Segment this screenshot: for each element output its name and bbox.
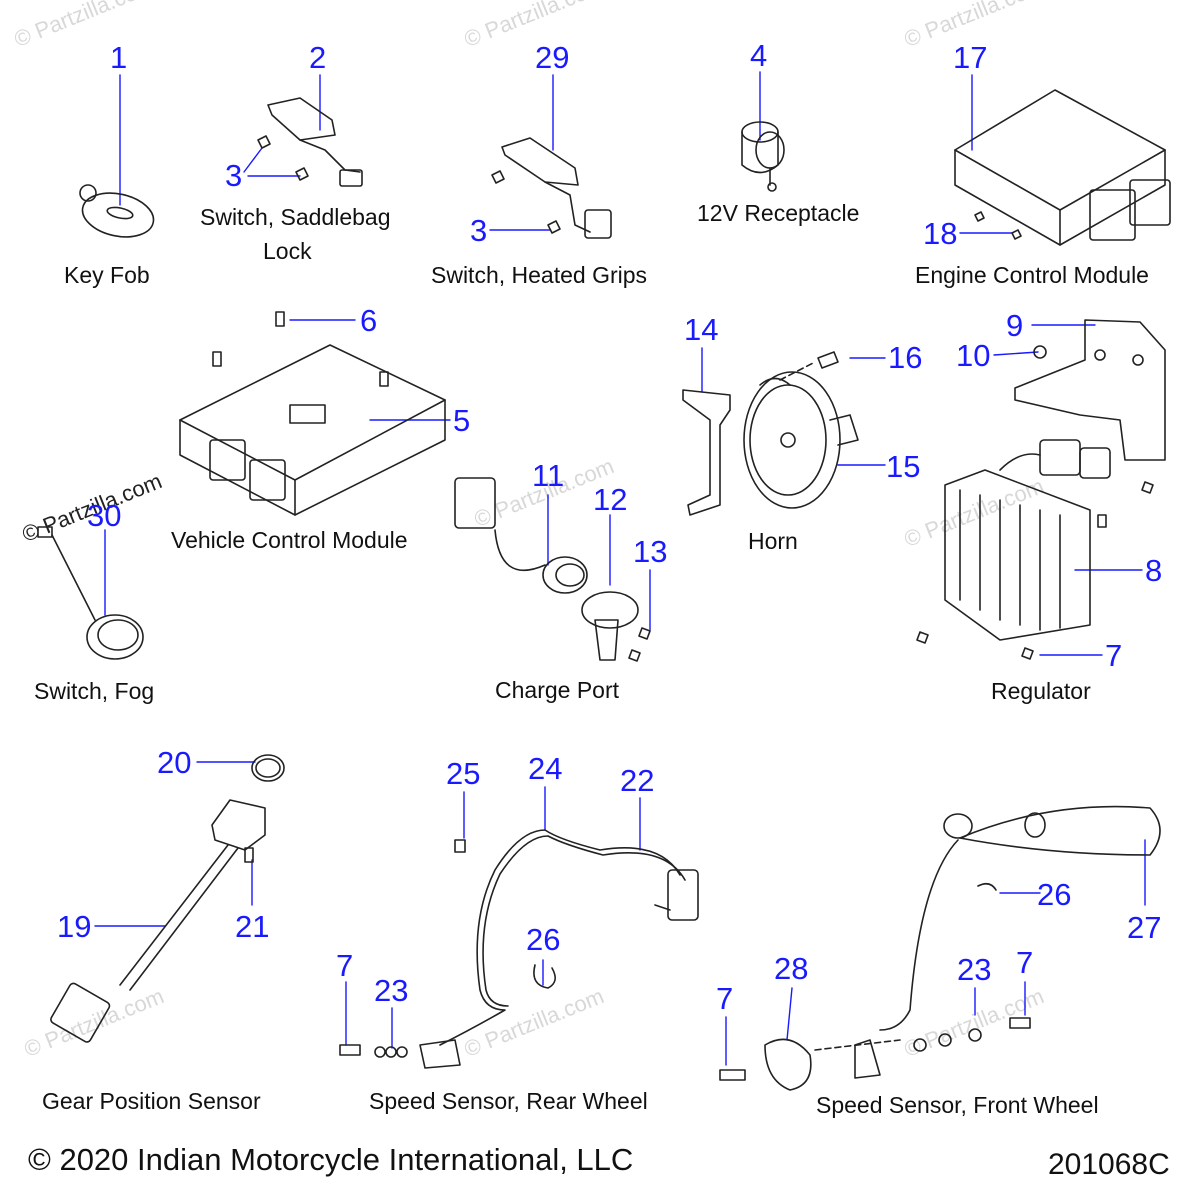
callout-25: 25 — [446, 756, 481, 791]
callout-12: 12 — [593, 482, 628, 517]
caption-heated-grips: Switch, Heated Grips — [431, 262, 648, 288]
horn-drawing — [743, 351, 859, 509]
caption-horn: Horn — [748, 528, 798, 554]
callout-23: 23 — [374, 973, 409, 1008]
regulator-bracket-drawing — [1014, 319, 1166, 461]
callout-5: 5 — [453, 403, 471, 438]
copyright-text: © 2020 Indian Motorcycle International, … — [28, 1142, 634, 1177]
callout-11: 11 — [532, 458, 565, 493]
heated-grips-switch-drawing — [491, 137, 612, 239]
ecm-drawing — [954, 89, 1171, 246]
caption-ecm: Engine Control Module — [915, 262, 1149, 288]
callout-13: 13 — [633, 534, 668, 569]
horn-bracket-drawing — [682, 389, 731, 516]
caption-gear-sensor: Gear Position Sensor — [42, 1088, 261, 1114]
regulator-drawing — [916, 439, 1154, 660]
caption-saddlebag-lock-line1: Switch, Saddlebag — [200, 204, 391, 230]
callout-15: 15 — [886, 449, 921, 484]
callout-21: 21 — [235, 909, 270, 944]
callout-3: 3 — [470, 213, 488, 248]
leader-lines — [94, 71, 1146, 1066]
callout-10: 10 — [956, 338, 991, 373]
callout-19: 19 — [57, 909, 92, 944]
callout-27: 27 — [1127, 910, 1162, 945]
caption-charge-port: Charge Port — [495, 677, 620, 703]
callout-7: 7 — [336, 948, 354, 983]
caption-front-speed-sensor: Speed Sensor, Front Wheel — [816, 1092, 1099, 1118]
callout-28: 28 — [774, 951, 809, 986]
callout-8: 8 — [1145, 553, 1163, 588]
receptacle-drawing — [741, 121, 785, 192]
caption-rear-speed-sensor: Speed Sensor, Rear Wheel — [369, 1088, 648, 1114]
callout-7: 7 — [1016, 945, 1034, 980]
callout-14: 14 — [684, 312, 719, 347]
front-speed-sensor-drawing — [719, 805, 1161, 1091]
callout-26: 26 — [526, 922, 561, 957]
callout-7: 7 — [716, 981, 734, 1016]
callout-9: 9 — [1006, 308, 1024, 343]
callout-4: 4 — [750, 38, 768, 73]
callout-6: 6 — [360, 303, 378, 338]
caption-saddlebag-lock-line2: Lock — [263, 238, 312, 264]
callout-29: 29 — [535, 40, 570, 75]
callout-26: 26 — [1037, 877, 1072, 912]
callout-16: 16 — [888, 340, 923, 375]
caption-regulator: Regulator — [991, 678, 1091, 704]
callout-24: 24 — [528, 751, 563, 786]
callout-1: 1 — [110, 40, 128, 75]
rear-speed-sensor-drawing — [339, 829, 699, 1069]
callout-18: 18 — [923, 216, 958, 251]
callout-23: 23 — [957, 952, 992, 987]
callout-2: 2 — [309, 40, 327, 75]
vcm-drawing — [179, 311, 446, 516]
charge-port-drawing — [454, 477, 651, 662]
callout-30: 30 — [87, 498, 122, 533]
fog-switch-drawing — [37, 526, 144, 660]
callout-22: 22 — [620, 763, 655, 798]
caption-key-fob: Key Fob — [64, 262, 150, 288]
diagram-code: 201068C — [1048, 1148, 1170, 1181]
caption-vcm: Vehicle Control Module — [171, 527, 408, 553]
callout-17: 17 — [953, 40, 988, 75]
saddlebag-switch-drawing — [257, 97, 363, 187]
caption-receptacle: 12V Receptacle — [697, 200, 860, 226]
callout-20: 20 — [157, 745, 192, 780]
callout-7: 7 — [1105, 638, 1123, 673]
gear-sensor-drawing — [50, 754, 285, 1043]
callout-3: 3 — [225, 158, 243, 193]
caption-fog-switch: Switch, Fog — [34, 678, 155, 704]
key-fob-drawing — [79, 184, 155, 238]
